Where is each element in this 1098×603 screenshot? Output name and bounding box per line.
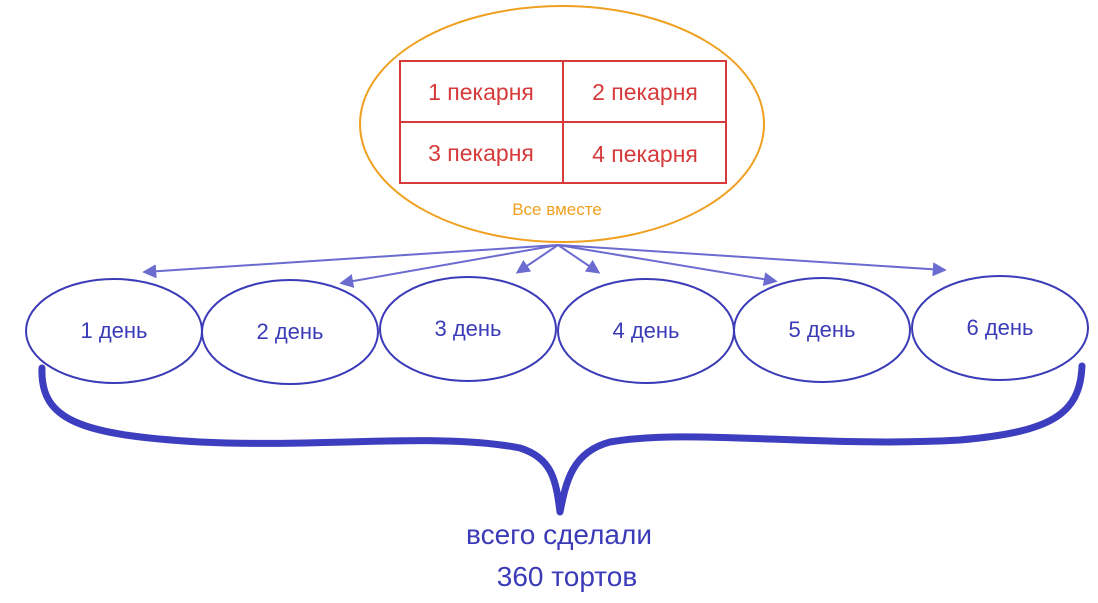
bakery-label-4: 4 пекарня — [592, 141, 698, 167]
group-ellipse — [359, 5, 765, 243]
day-label-3: 3 день — [434, 316, 501, 341]
total-line-2: 360 тортов — [497, 561, 638, 592]
curly-brace — [38, 362, 1086, 516]
day-label-5: 5 день — [788, 317, 855, 342]
bakery-grid — [399, 60, 727, 184]
bakery-label-2: 2 пекарня — [592, 79, 698, 105]
bakery-cell-4 — [562, 121, 727, 184]
arrow-to-day-3 — [515, 244, 559, 274]
day-label-4: 4 день — [612, 318, 679, 343]
arrow-to-day-1 — [142, 244, 559, 279]
arrow-to-day-2 — [339, 244, 559, 288]
day-label-1: 1 день — [80, 318, 147, 343]
day-label-6: 6 день — [966, 315, 1033, 340]
arrow-to-day-4 — [557, 244, 601, 274]
day-label-2: 2 день — [256, 319, 323, 344]
bakery-label-3: 3 пекарня — [428, 140, 534, 166]
day-ellipse-3 — [379, 276, 557, 382]
day-ellipse-5 — [733, 277, 911, 383]
total-line-1: всего сделали — [466, 519, 652, 550]
day-ellipse-6 — [911, 275, 1089, 381]
arrow-to-day-6 — [557, 244, 947, 277]
bakery-label-1: 1 пекарня — [428, 79, 534, 105]
day-ellipses — [25, 275, 1089, 385]
arrows — [142, 244, 947, 288]
arrow-to-day-5 — [557, 244, 778, 287]
group-caption: Все вместе — [512, 200, 602, 219]
day-ellipse-2 — [201, 279, 379, 385]
